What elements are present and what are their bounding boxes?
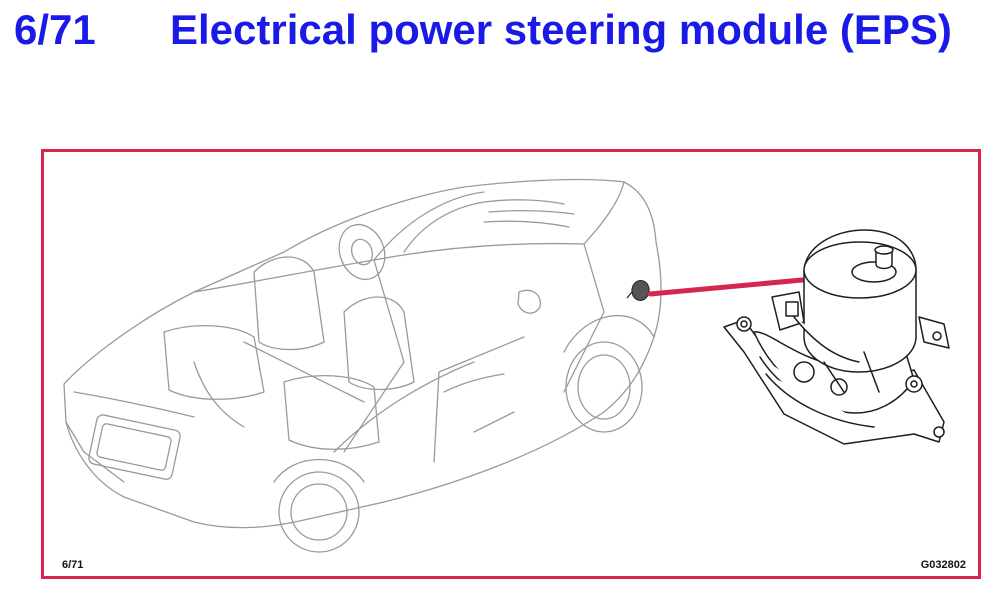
figure-ref-left: 6/71 — [62, 559, 84, 571]
figure-frame: 6/71 G032802 — [41, 149, 981, 579]
figure-illustration — [63, 178, 950, 553]
page-title: Electrical power steering module (EPS) — [170, 6, 952, 53]
car-outline-illustration — [63, 178, 662, 553]
figure-ref-right: G032802 — [920, 559, 966, 571]
leader-line — [647, 277, 805, 297]
eps-module-illustration — [723, 229, 950, 445]
page-number: 6/71 — [14, 6, 96, 53]
eps-location-marker — [626, 280, 655, 301]
